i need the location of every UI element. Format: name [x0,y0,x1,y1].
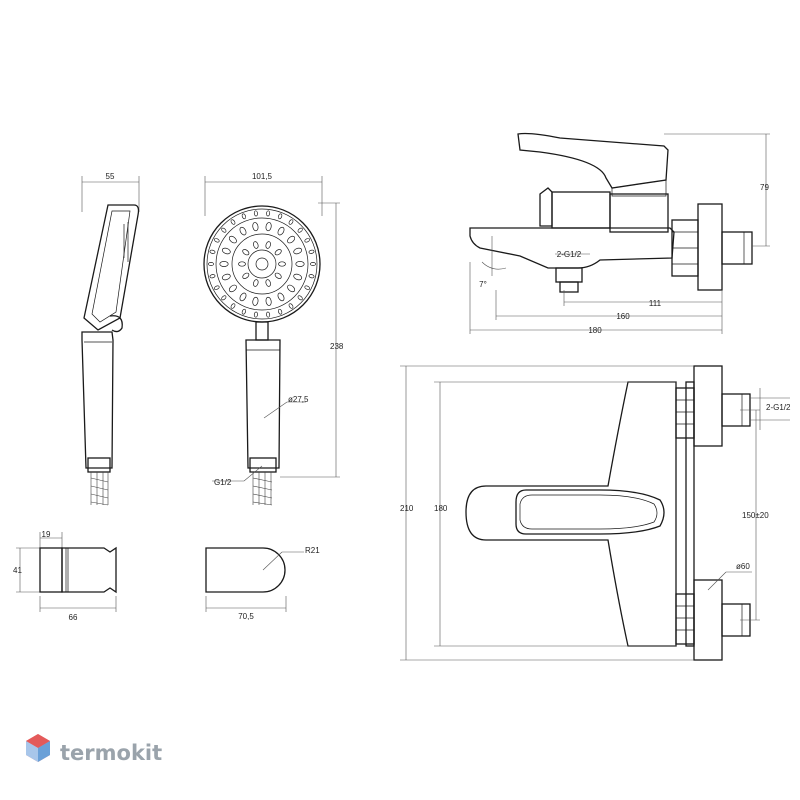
dim-outlet-thread: 2-G1/2 [557,250,582,259]
nozzle [278,261,286,267]
nozzle [221,247,231,255]
nozzle [265,279,271,287]
nozzle [265,241,271,249]
nozzle [293,247,303,255]
nozzle [297,295,303,301]
nozzle [253,311,258,318]
dim-escutcheon: ø60 [736,562,750,571]
wall-holder-front: 19 41 66 [13,530,117,622]
brand-name: termokit [60,741,162,765]
nozzle [208,262,214,266]
dim-111: 111 [649,299,662,308]
mixer-side-view: 79 2-G1/2 7° 111 160 180 [469,132,770,335]
dim-19: 19 [42,530,51,539]
dim-79: 79 [760,183,769,192]
nozzle [288,303,294,309]
nozzle [266,210,271,217]
nozzle [277,226,285,236]
dim-55: 55 [106,172,115,181]
nozzle [308,274,315,279]
dim-210: 210 [400,504,414,513]
nozzle [230,303,236,309]
nozzle [277,213,283,220]
termokit-hex-logo [26,734,50,762]
nozzle [252,296,259,306]
dim-hose-thread: G1/2 [214,478,232,487]
nozzle [214,285,220,290]
nozzle [242,272,250,279]
nozzle [239,226,247,236]
nozzle [239,292,247,302]
termokit-logo: termokit [26,734,162,765]
dim-r21: R21 [305,546,320,555]
nozzle [266,311,271,318]
dim-101-5: 101,5 [252,172,273,181]
nozzle [308,249,315,254]
handshower-front-view: 101,5 238 ø27,5 G1/2 [203,172,344,506]
nozzle [238,261,246,267]
nozzle [295,261,305,267]
mixer-top-view: 210 180 2-G1/2 150±20 ø60 [400,365,791,661]
nozzle [230,219,236,225]
nozzle [310,262,316,266]
nozzle [265,296,272,306]
dim-160: 160 [616,312,630,321]
nozzle [297,227,303,233]
nozzle [221,295,227,301]
nozzle [277,292,285,302]
nozzle [221,227,227,233]
dim-spout-angle: 7° [479,280,487,289]
nozzle [253,210,258,217]
nozzle [274,272,282,279]
dim-inlet-thread: 2-G1/2 [766,403,791,412]
nozzle [287,284,296,293]
nozzle [253,241,259,249]
dim-238: 238 [330,342,344,351]
nozzle [241,308,247,315]
nozzle [221,273,231,281]
nozzle [242,249,250,256]
nozzle [214,238,220,243]
nozzle [288,219,294,225]
dim-180-side: 180 [588,326,602,335]
dim-handle-diameter: ø27,5 [288,395,309,404]
handshower-side-view: 55 [81,172,140,506]
dim-66: 66 [69,613,78,622]
dim-41: 41 [13,566,22,575]
nozzle [274,249,282,256]
nozzle [241,213,247,220]
nozzle [228,235,237,244]
nozzle [228,284,237,293]
spray-nozzles [208,210,316,318]
dim-180-top: 180 [434,504,448,513]
nozzle [219,261,229,267]
nozzle [304,238,310,243]
nozzle [293,273,303,281]
nozzle [287,235,296,244]
nozzle [209,274,216,279]
nozzle [277,308,283,315]
dim-inlet-spacing: 150±20 [742,511,769,520]
wall-holder-cap: R21 70,5 [205,546,320,621]
nozzle [304,285,310,290]
nozzle [265,222,272,232]
dim-70-5: 70,5 [238,612,254,621]
nozzle [209,249,216,254]
nozzle [252,222,259,232]
nozzle [253,279,259,287]
